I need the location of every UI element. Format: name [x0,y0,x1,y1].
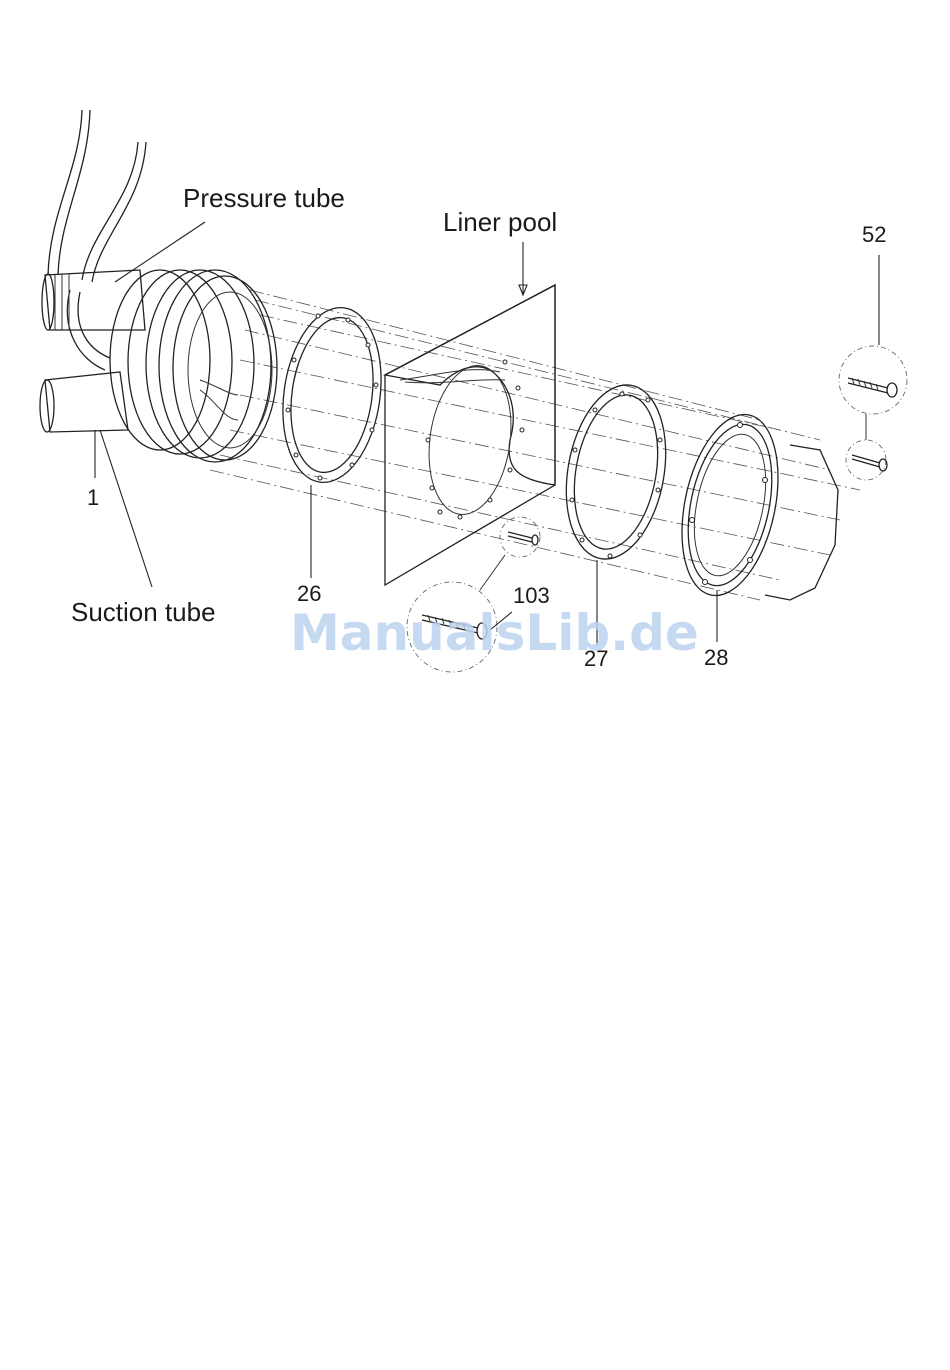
label-part-28: 28 [704,645,728,670]
pressure-tube-fitting [42,270,145,330]
gasket-part-27 [553,377,678,567]
suction-tube-fitting [40,372,128,432]
watermark: ManualsLib.de [290,604,699,662]
label-part-1: 1 [87,485,99,510]
label-part-52: 52 [862,222,886,247]
label-part-26: 26 [297,581,321,606]
label-pressure-tube: Pressure tube [183,183,345,213]
housing-part-1 [110,270,277,462]
frame-ring-part-28 [667,406,793,605]
label-suction-tube: Suction tube [71,597,216,627]
assembly-guide-lines [210,290,860,600]
liner-pool-sheet [385,285,555,585]
label-liner-pool: Liner pool [443,207,557,237]
screw-part-52-detail [839,346,907,480]
lens-cover [765,445,838,600]
